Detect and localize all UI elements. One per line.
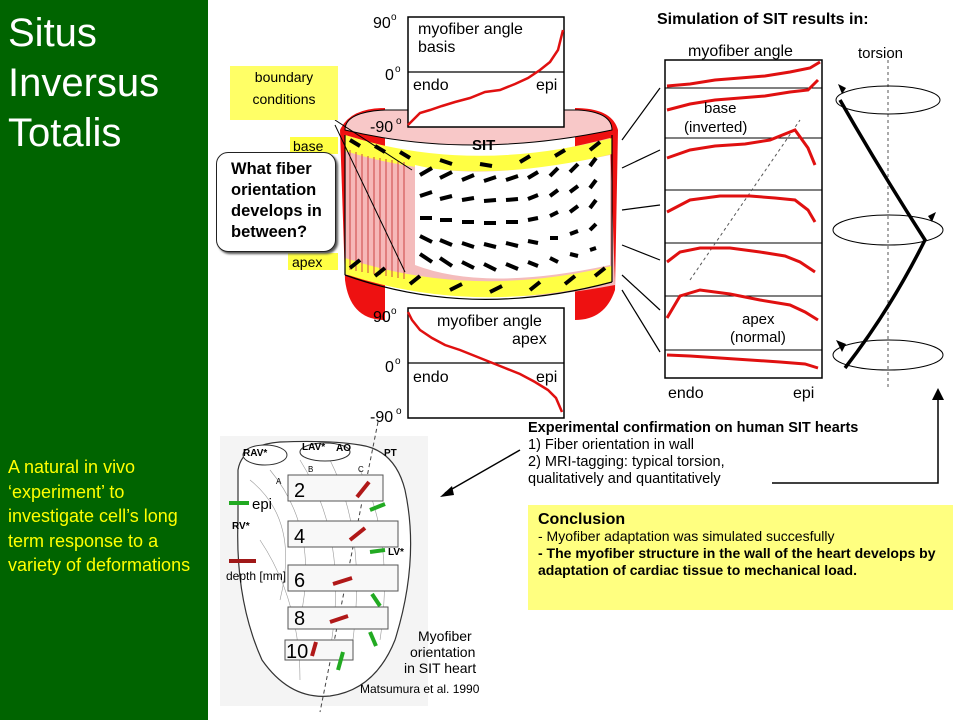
experiment-line-2: 2) MRI-tagging: typical torsion, bbox=[528, 454, 725, 470]
left-hatch bbox=[349, 150, 405, 279]
depth-2: 2 bbox=[294, 480, 305, 502]
sim-torsion-label: torsion bbox=[858, 45, 903, 62]
heart-label-lav: LAV* bbox=[302, 442, 325, 453]
heart-label-lv: LV* bbox=[388, 547, 404, 558]
depth-6: 6 bbox=[294, 570, 305, 592]
sidebar-description: A natural in vivo ‘experiment’ to invest… bbox=[8, 457, 191, 575]
bottom-plot: 90 o 0 o -90 o myofiber angle apex endo … bbox=[370, 306, 565, 426]
heart-caption-1: Myofiber bbox=[418, 628, 472, 644]
slide-title: Situs Inversus Totalis bbox=[8, 8, 203, 158]
sim-epi: epi bbox=[793, 385, 814, 402]
heart-label-a: A bbox=[276, 477, 282, 486]
bottom-y-neg90: -90 bbox=[370, 409, 393, 426]
apex-tag-label: apex bbox=[292, 254, 322, 270]
bottom-plot-subtitle: apex bbox=[512, 331, 547, 348]
heart-depth-label: depth [mm] bbox=[226, 569, 286, 583]
conclusion-line-2: - The myofiber structure in the wall of … bbox=[538, 545, 936, 578]
bottom-plot-epi: epi bbox=[536, 369, 557, 386]
bottom-y-90: 90 bbox=[373, 309, 391, 326]
sim-curve-6 bbox=[665, 288, 819, 322]
heart-label-c: C bbox=[358, 465, 364, 474]
sit-label: SIT bbox=[472, 137, 495, 154]
depth-4: 4 bbox=[294, 526, 305, 548]
top-plot-epi: epi bbox=[536, 77, 557, 94]
boundary-pointer-2 bbox=[334, 124, 406, 273]
svg-text:o: o bbox=[396, 406, 402, 417]
sim-curve-1 bbox=[666, 60, 821, 88]
sim-curve-5 bbox=[666, 246, 816, 274]
svg-text:o: o bbox=[395, 356, 401, 367]
base-band bbox=[345, 135, 612, 172]
top-y-0: 0 bbox=[385, 67, 394, 84]
top-plot-title: myofiber angle bbox=[418, 21, 523, 38]
heart-label-pt: PT bbox=[384, 448, 397, 459]
depth-8: 8 bbox=[294, 608, 305, 630]
stack-pointers bbox=[621, 87, 661, 353]
conclusion-line-1: - Myofiber adaptation was simulated succ… bbox=[538, 528, 835, 544]
sim-curve-4 bbox=[666, 194, 817, 223]
svg-text:o: o bbox=[391, 306, 397, 317]
experiment-line-1: 1) Fiber orientation in wall bbox=[528, 437, 695, 453]
heart-caption-2: orientation bbox=[410, 644, 475, 660]
heart-label-b: B bbox=[308, 465, 313, 474]
simulation-stack: base (inverted) apex (normal) endo epi bbox=[664, 59, 823, 402]
heart-sketch: 2 4 6 8 10 epi depth [mm] RAV* LAV* AO bbox=[220, 421, 480, 713]
top-plot-endo: endo bbox=[413, 77, 449, 94]
svg-text:o: o bbox=[391, 12, 397, 23]
sim-endo: endo bbox=[668, 385, 704, 402]
depth-10: 10 bbox=[286, 641, 308, 663]
feedback-arrow bbox=[772, 395, 939, 484]
heart-epi-label: epi bbox=[252, 496, 272, 513]
title-line-2: Inversus bbox=[8, 61, 160, 105]
sidebar: Situs Inversus Totalis A natural in vivo… bbox=[0, 0, 208, 720]
svg-text:o: o bbox=[396, 116, 402, 127]
conclusion-box: Conclusion - Myofiber adaptation was sim… bbox=[528, 505, 953, 610]
title-line-3: Totalis bbox=[8, 111, 122, 155]
experiment-heading: Experimental confirmation on human SIT h… bbox=[528, 420, 859, 436]
apex-tag bbox=[288, 253, 338, 270]
heart-arrow bbox=[444, 449, 521, 494]
simulation-heading: Simulation of SIT results in: bbox=[657, 11, 869, 28]
wall-white-region bbox=[415, 155, 610, 279]
sim-apex-note: (normal) bbox=[730, 329, 786, 346]
bottom-plot-endo: endo bbox=[413, 369, 449, 386]
top-plot: 90 o 0 o -90 o myofiber angle basis endo… bbox=[370, 12, 565, 136]
fiber-grid bbox=[418, 156, 598, 272]
experiment-text: Experimental confirmation on human SIT h… bbox=[528, 420, 943, 488]
apex-band bbox=[345, 258, 612, 298]
torsion-diagram bbox=[832, 60, 944, 390]
top-y-neg90: -90 bbox=[370, 119, 393, 136]
top-y-90: 90 bbox=[373, 15, 391, 32]
base-tag-label: base bbox=[293, 138, 324, 154]
svg-text:o: o bbox=[395, 64, 401, 75]
boundary-conditions-note: boundary conditions bbox=[230, 66, 338, 120]
heart-caption-3: in SIT heart bbox=[404, 660, 476, 676]
sim-base-label: base bbox=[704, 100, 737, 117]
sim-myofiber-label: myofiber angle bbox=[688, 43, 793, 60]
sim-curve-2 bbox=[666, 78, 820, 112]
top-plot-subtitle: basis bbox=[418, 39, 455, 56]
sim-curve-7 bbox=[666, 353, 819, 370]
question-box: What fiber orientation develops in betwe… bbox=[216, 152, 336, 252]
heart-label-rv: RV* bbox=[232, 521, 250, 532]
band-dashes bbox=[348, 138, 607, 294]
title-line-1: Situs bbox=[8, 11, 97, 55]
base-tag bbox=[290, 137, 338, 154]
bottom-plot-title: myofiber angle bbox=[437, 313, 542, 330]
torsion-curve bbox=[838, 99, 928, 370]
heart-citation: Matsumura et al. 1990 bbox=[360, 682, 480, 696]
heart-label-ao: AO bbox=[336, 443, 351, 454]
top-plot-curve bbox=[407, 29, 565, 126]
experiment-line-3: qualitatively and quantitatively bbox=[528, 471, 721, 487]
bottom-plot-curve bbox=[406, 311, 564, 413]
sim-curve-3 bbox=[666, 128, 817, 166]
sim-base-note: (inverted) bbox=[684, 119, 747, 136]
conclusion-heading: Conclusion bbox=[538, 511, 626, 528]
sim-apex-label: apex bbox=[742, 311, 775, 328]
bottom-y-0: 0 bbox=[385, 359, 394, 376]
heart-label-rav: RAV* bbox=[243, 448, 267, 459]
cylinder-diagram: base apex SIT bbox=[288, 108, 618, 320]
boundary-pointer-1 bbox=[334, 119, 413, 171]
